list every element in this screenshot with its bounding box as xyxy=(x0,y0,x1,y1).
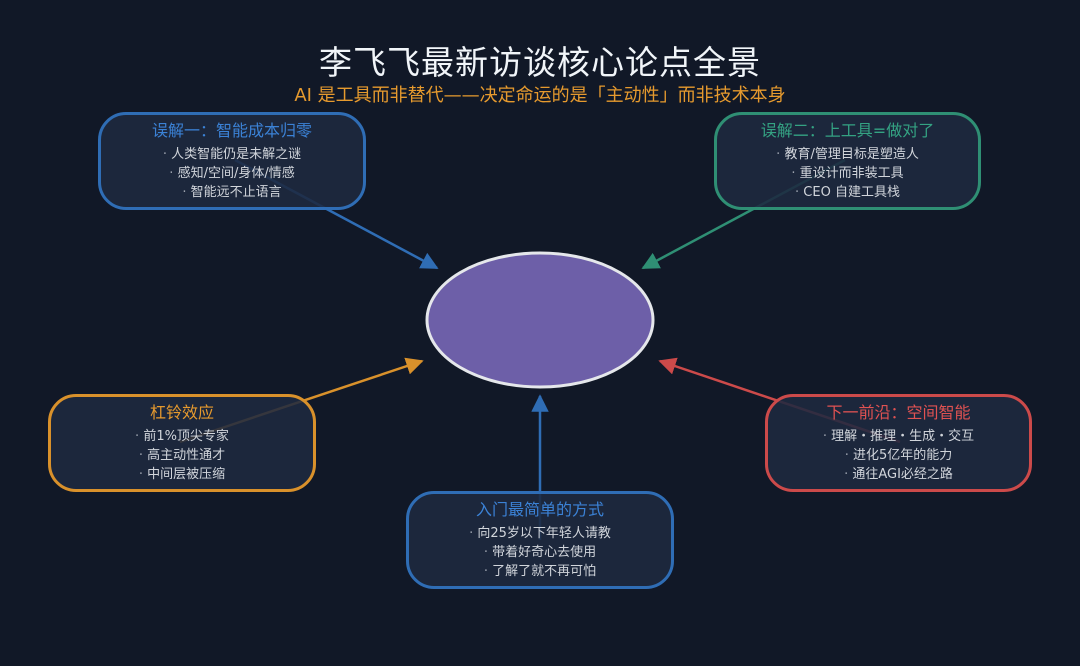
node-entry-item: 带着好奇心去使用 xyxy=(409,543,671,562)
node-frontier-item: 进化5亿年的能力 xyxy=(768,446,1029,465)
node-barbell: 杠铃效应 前1%顶尖专家 高主动性通才 中间层被压缩 xyxy=(48,394,316,492)
node-entry-item: 了解了就不再可怕 xyxy=(409,562,671,581)
node-frontier-item: 理解・推理・生成・交互 xyxy=(768,427,1029,446)
node-frontier: 下一前沿：空间智能 理解・推理・生成・交互 进化5亿年的能力 通往AGI必经之路 xyxy=(765,394,1032,492)
node-misconception1: 误解一：智能成本归零 人类智能仍是未解之谜 感知/空间/身体/情感 智能远不止语… xyxy=(98,112,366,210)
node-misconception2: 误解二：上工具=做对了 教育/管理目标是塑造人 重设计而非装工具 CEO 自建工… xyxy=(714,112,981,210)
node-entry: 入门最简单的方式 向25岁以下年轻人请教 带着好奇心去使用 了解了就不再可怕 xyxy=(406,491,674,589)
node-misconception1-item: 智能远不止语言 xyxy=(101,183,363,202)
node-barbell-title: 杠铃效应 xyxy=(149,403,214,422)
node-misconception2-item: 教育/管理目标是塑造人 xyxy=(717,145,978,164)
node-frontier-title: 下一前沿：空间智能 xyxy=(826,403,971,422)
node-misconception1-title: 误解一：智能成本归零 xyxy=(151,121,312,140)
node-barbell-item: 高主动性通才 xyxy=(51,446,313,465)
node-frontier-item: 通往AGI必经之路 xyxy=(768,465,1029,484)
node-entry-item: 向25岁以下年轻人请教 xyxy=(409,524,671,543)
node-entry-title: 入门最简单的方式 xyxy=(475,500,604,519)
node-barbell-item: 前1%顶尖专家 xyxy=(51,427,313,446)
node-barbell-item: 中间层被压缩 xyxy=(51,465,313,484)
node-misconception1-item: 人类智能仍是未解之谜 xyxy=(101,145,363,164)
page-title: 李飞飞最新访谈核心论点全景 xyxy=(319,43,761,82)
node-misconception2-title: 误解二：上工具=做对了 xyxy=(760,121,935,140)
node-misconception2-item: CEO 自建工具栈 xyxy=(717,183,978,202)
center-node xyxy=(425,251,655,389)
node-misconception2-item: 重设计而非装工具 xyxy=(717,164,978,183)
page-subtitle: AI 是工具而非替代——决定命运的是「主动性」而非技术本身 xyxy=(294,85,786,106)
node-misconception1-item: 感知/空间/身体/情感 xyxy=(101,164,363,183)
